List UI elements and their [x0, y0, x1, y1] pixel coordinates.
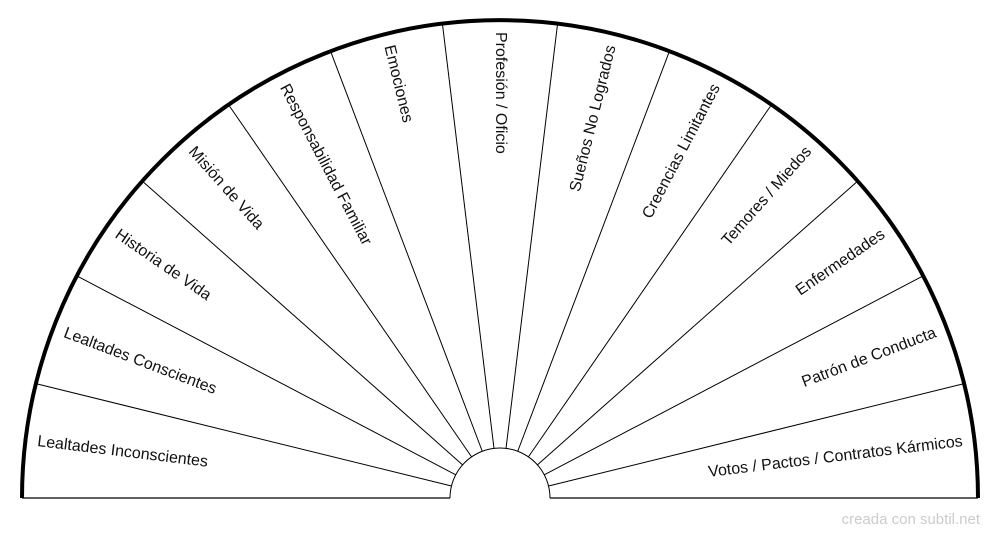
- sector-label: Temores / Miedos: [719, 143, 815, 249]
- sector-divider: [76, 275, 456, 476]
- sector-label: Misión de Vida: [185, 143, 267, 233]
- sector-label: Emociones: [380, 43, 415, 124]
- sector-divider: [441, 23, 495, 449]
- sector-labels: Lealtades Inconscientes Lealtades Conscie…: [36, 32, 963, 481]
- sector-divider: [228, 104, 473, 458]
- sector-divider: [537, 180, 859, 466]
- sector-divider: [35, 383, 452, 487]
- sector-dividers: [35, 23, 965, 487]
- credit-text: creada con subtil.net: [841, 511, 980, 528]
- outer-arc: [20, 18, 980, 499]
- sector-divider: [544, 275, 924, 476]
- sector-divider: [527, 104, 772, 458]
- sector-label: Enfermedades: [793, 226, 888, 299]
- sector-label: Profesión / Oficio: [492, 32, 509, 154]
- sector-divider: [505, 23, 559, 449]
- sector-label: Patrón de Conducta: [800, 325, 939, 391]
- sector-divider: [517, 50, 670, 452]
- sector-label: Creencias Limitantes: [639, 81, 723, 221]
- sector-label: Sueños No Logrados: [567, 43, 619, 193]
- sector-label: Responsabilidad Familiar: [276, 81, 375, 249]
- sector-label: Historia de Vida: [112, 226, 214, 304]
- sector-divider: [330, 50, 483, 452]
- sector-label: Votos / Pactos / Contratos Kármicos: [707, 433, 963, 481]
- sector-divider: [548, 383, 965, 487]
- center-semicircle: [449, 447, 551, 499]
- sector-label: Lealtades Conscientes: [61, 325, 218, 398]
- sector-label: Lealtades Inconscientes: [36, 433, 208, 471]
- sector-divider: [141, 180, 463, 466]
